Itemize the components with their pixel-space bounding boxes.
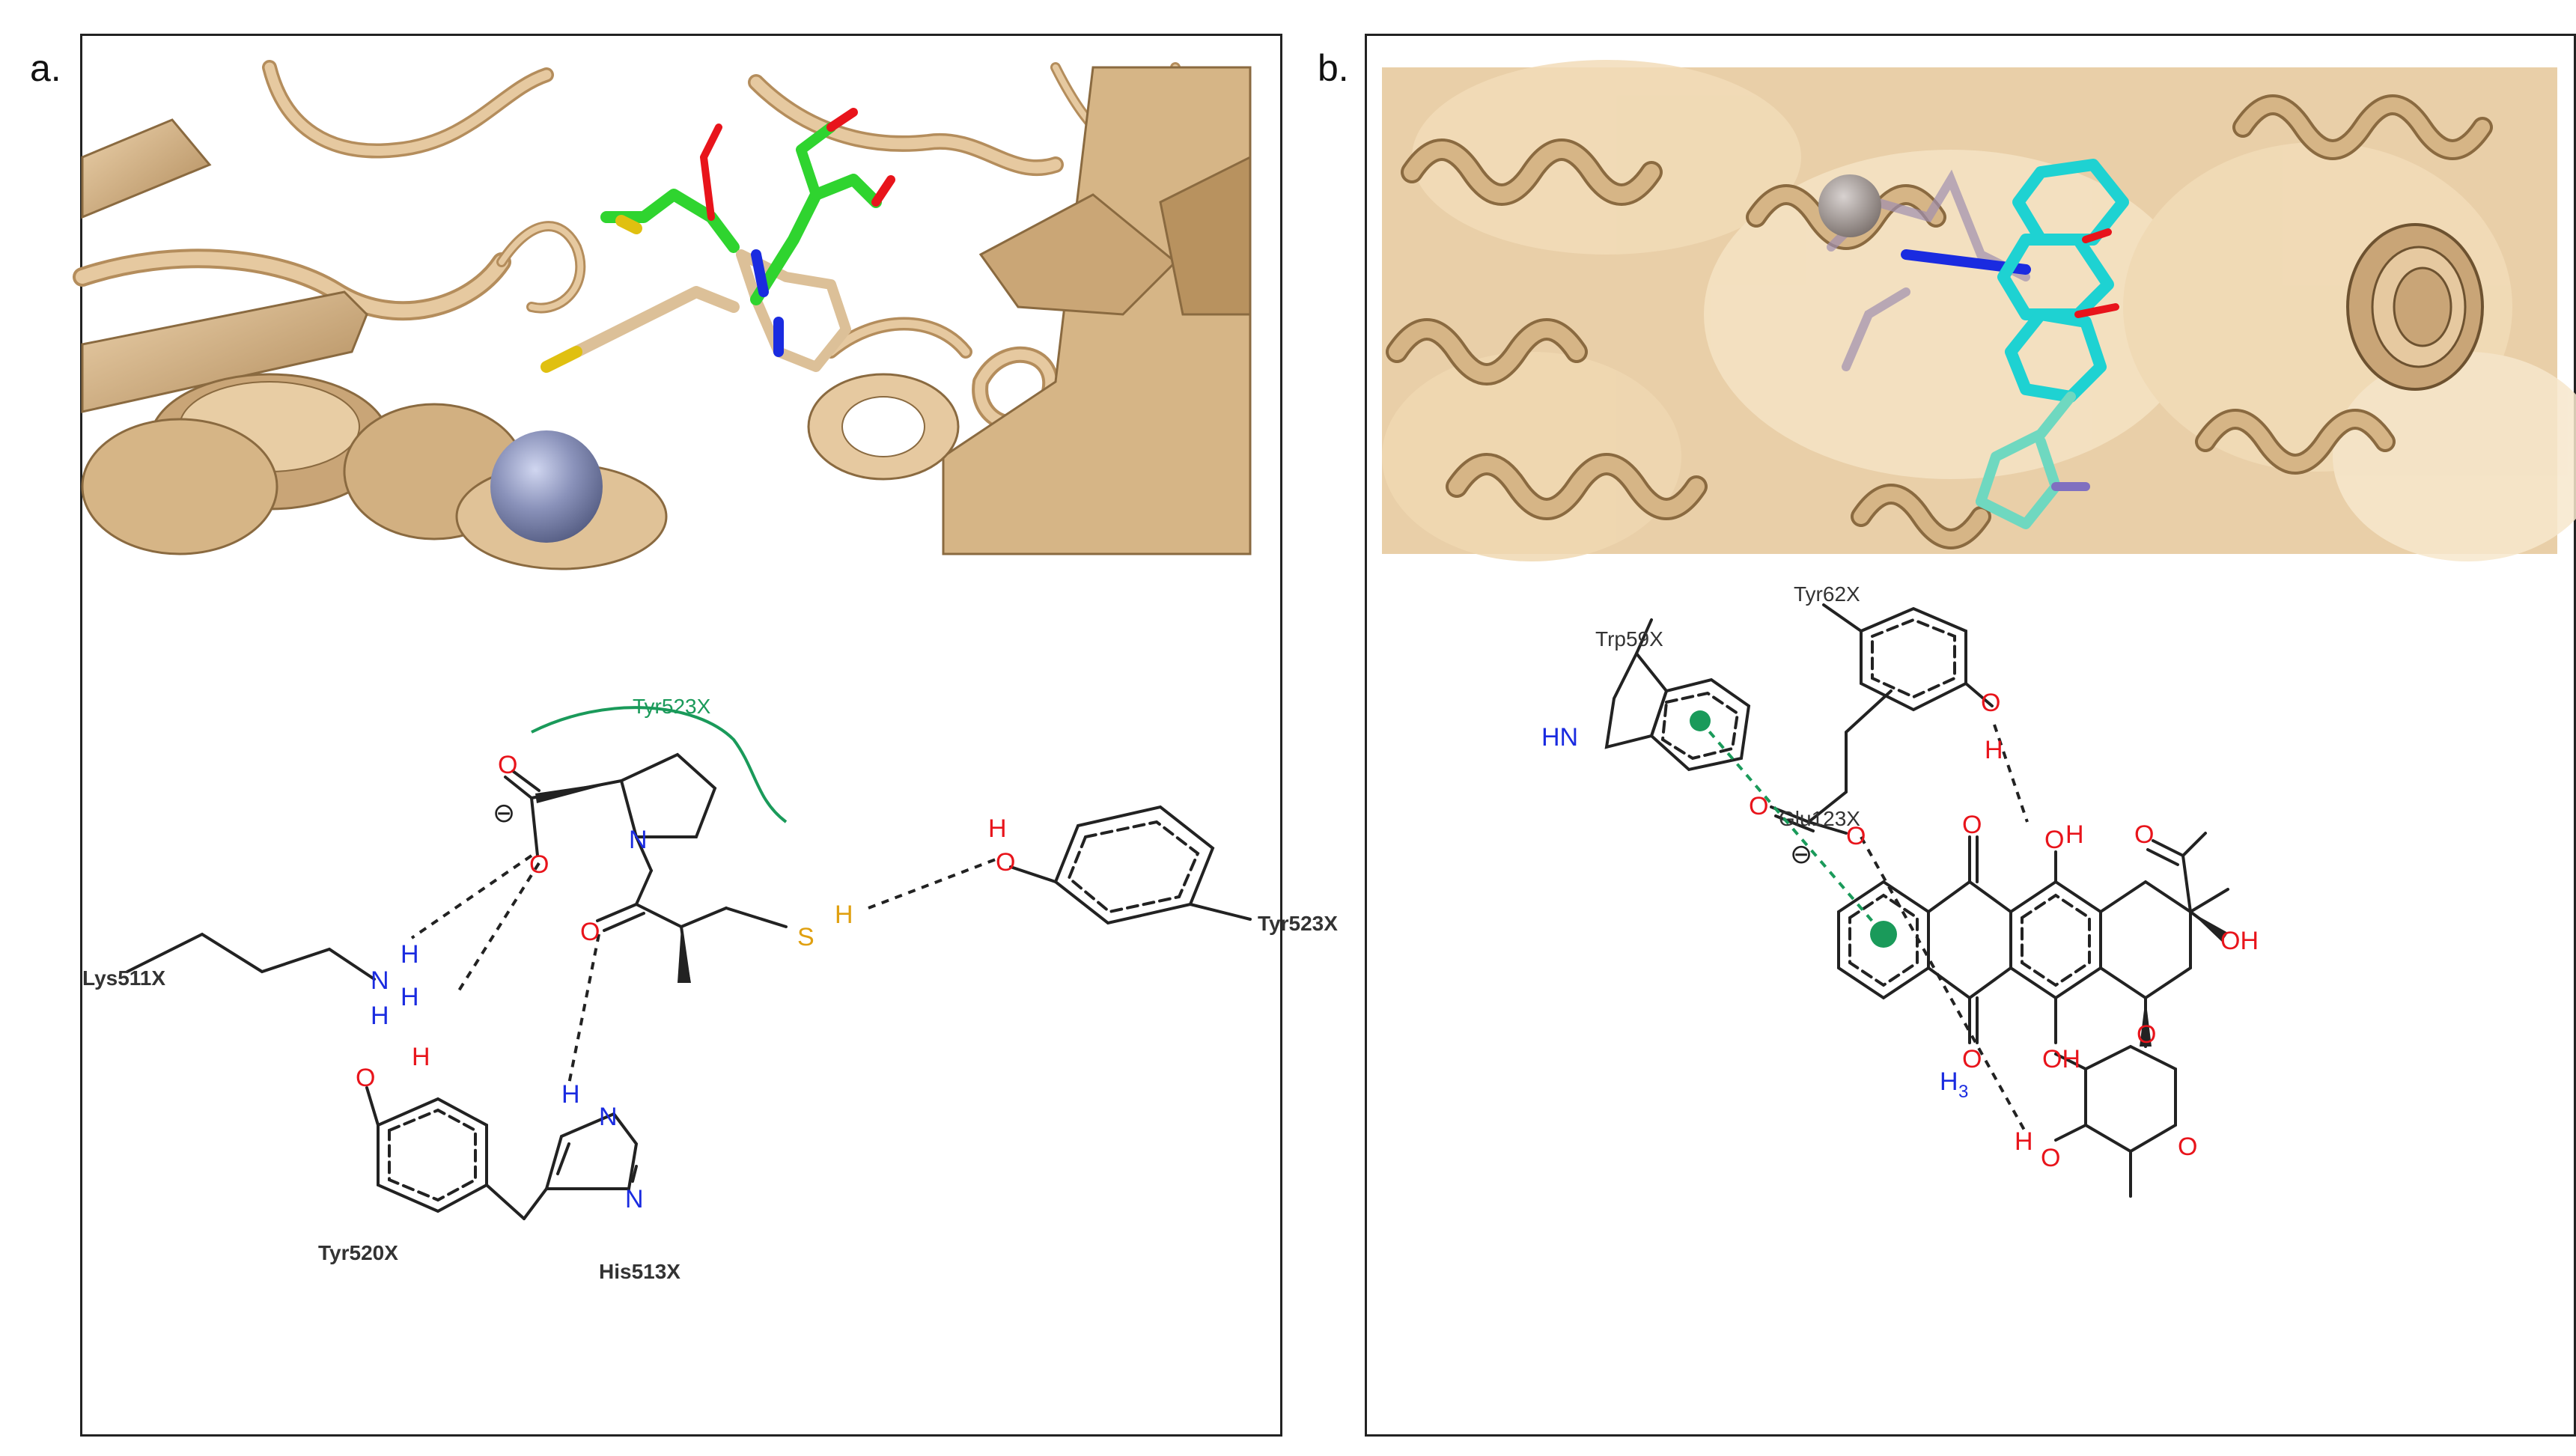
label-his513: His513X bbox=[599, 1260, 680, 1283]
label-tyr520: Tyr520X bbox=[318, 1241, 398, 1264]
beta-sheet bbox=[81, 290, 368, 413]
atom-o: O bbox=[2178, 1133, 2197, 1161]
panel-b-structure-render bbox=[1382, 60, 2576, 561]
charge-symbol: ⊖ bbox=[493, 797, 515, 828]
atom-n: N bbox=[629, 826, 648, 854]
atom-o: O bbox=[580, 918, 600, 946]
zinc-ion bbox=[490, 430, 603, 543]
ligand-sticks bbox=[1901, 159, 2129, 529]
panel-b-frame: Tyr62X Trp59X HN Glu123X O H O O H O OH … bbox=[1365, 34, 2576, 1437]
atom-h: H bbox=[561, 1080, 580, 1109]
atom-o: O bbox=[498, 751, 517, 779]
atom-oh: OH bbox=[2220, 927, 2259, 955]
atom-o: O bbox=[529, 850, 549, 879]
panel-a-structure-render bbox=[73, 60, 1252, 570]
atom-o: O bbox=[1962, 811, 1982, 839]
atom-h: H bbox=[401, 983, 419, 1011]
panel-b-label: b. bbox=[1318, 47, 1349, 89]
panel-a-frame: Tyr523X O O ⊖ N O S H O H Tyr523X Lys511… bbox=[73, 34, 1338, 1437]
hydrophobic-label: Tyr523X bbox=[633, 695, 711, 718]
pi-centroid bbox=[1870, 921, 1897, 948]
panel-a-label: a. bbox=[30, 47, 61, 89]
atom-oh: OH bbox=[2042, 1045, 2080, 1073]
label-hn: HN bbox=[1541, 723, 1578, 752]
atom-o: O bbox=[996, 848, 1015, 877]
panel-a-3d-view bbox=[73, 60, 1252, 570]
label-tyr62: Tyr62X bbox=[1794, 582, 1860, 606]
atom-h: H bbox=[401, 940, 419, 969]
atom-o: O bbox=[356, 1064, 375, 1092]
atom-o: O bbox=[2044, 826, 2064, 854]
atom-h: H bbox=[1940, 1067, 1958, 1096]
label-lys511: Lys511X bbox=[82, 966, 165, 990]
atom-n: N bbox=[599, 1103, 618, 1131]
atom-h: H bbox=[412, 1043, 430, 1071]
atom-h: H bbox=[371, 1002, 389, 1030]
label-glu123: Glu123X bbox=[1779, 807, 1860, 830]
panel-a-interaction-diagram: Tyr523X O O ⊖ N O S H O H Tyr523X Lys511… bbox=[82, 695, 1338, 1283]
atom-n: N bbox=[625, 1185, 644, 1213]
atom-o: O bbox=[1962, 1045, 1982, 1073]
atom-o: O bbox=[1749, 792, 1768, 820]
atom-o: O bbox=[2041, 1144, 2060, 1172]
atom-o: O bbox=[2137, 1020, 2156, 1049]
pi-centroid bbox=[1690, 710, 1711, 731]
atom-o: O bbox=[1846, 822, 1866, 850]
atom-h: H bbox=[1985, 736, 2003, 764]
panel-b-interaction-diagram: Tyr62X Trp59X HN Glu123X O H O O H O OH … bbox=[1541, 582, 2259, 1198]
atom-h-subscript: 3 bbox=[1958, 1082, 1968, 1102]
atom-h: H bbox=[2015, 1127, 2033, 1156]
charge-symbol: ⊖ bbox=[1790, 838, 1812, 869]
ligand-sticks bbox=[555, 108, 895, 372]
atom-o: O bbox=[1981, 689, 2000, 717]
label-tyr523: Tyr523X bbox=[1258, 912, 1338, 935]
atom-s: S bbox=[797, 923, 814, 951]
label-trp59: Trp59X bbox=[1595, 627, 1663, 651]
protein-helices bbox=[1386, 94, 2493, 549]
atom-o: O bbox=[2134, 820, 2154, 849]
atom-h: H bbox=[2065, 820, 2084, 849]
metal-ion bbox=[1818, 174, 1881, 237]
atom-h: H bbox=[835, 901, 853, 929]
panel-b-3d-view bbox=[1382, 60, 2576, 561]
atom-n: N bbox=[371, 966, 389, 995]
atom-h: H bbox=[988, 814, 1007, 843]
